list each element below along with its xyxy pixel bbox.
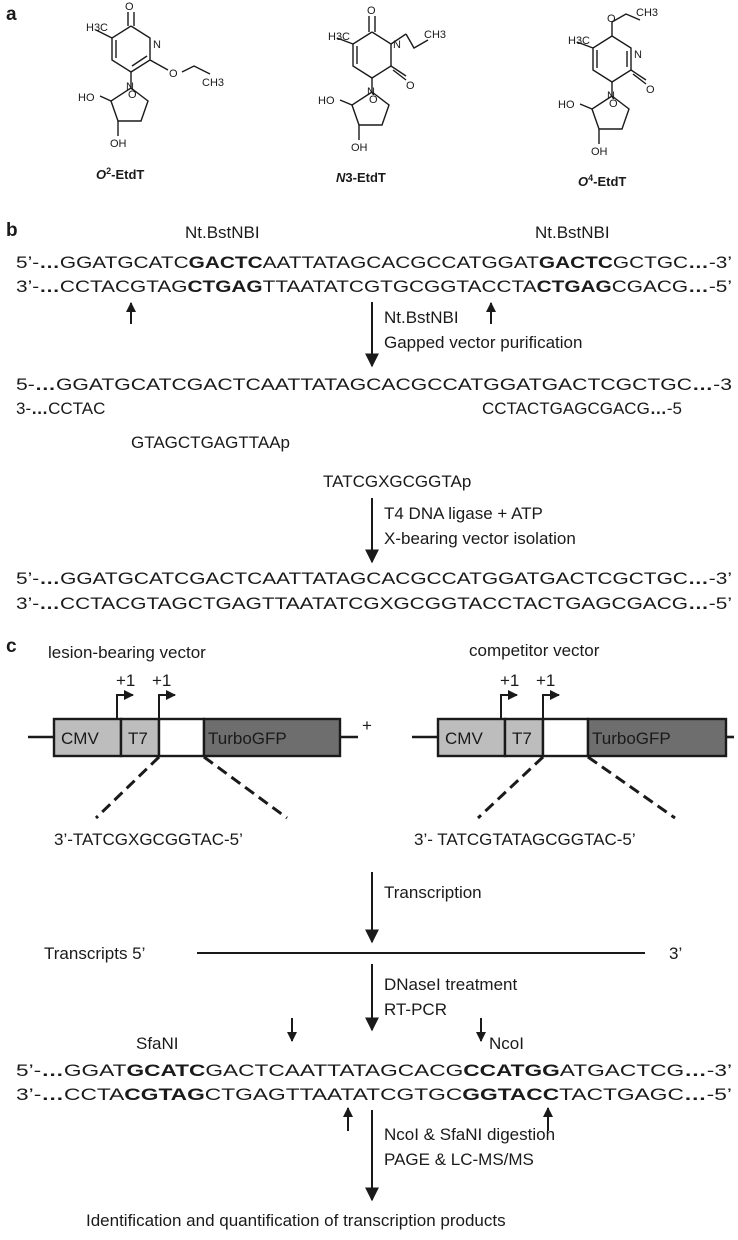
atom-o: O [646,84,655,96]
tss-label-2: +1 [152,671,171,690]
turbogfp-block [586,717,728,758]
molecule-o2-etdt: O H3C N N O CH3 O HO OH [78,1,224,150]
enzyme-site-label-left: Nt.BstNBI [185,223,260,242]
atom-ho: HO [78,92,95,104]
transcription-label: Transcription [384,883,482,902]
atom-o: O [406,80,415,92]
atom-o: O [169,68,178,80]
turbogfp-block [202,717,342,758]
compound-name-3: O4-EtdT [578,173,626,189]
atom-n: N [607,90,615,102]
molecule-o4-etdt: O CH3 H3C N O N O HO OH [558,7,658,158]
lesion-vector-title: lesion-bearing vector [48,643,206,662]
gapped-top-strand: 5-…GGATGCATCGACTCAATTATAGCACGCCATGGATGAC… [16,375,732,394]
panel-label-a: a [6,4,17,25]
step2-line1: T4 DNA ligase + ATP [384,504,543,523]
step1-line2: Gapped vector purification [384,333,582,352]
plus-sign: + [362,716,372,735]
step4-line2: PAGE & LC-MS/MS [384,1150,534,1169]
final-bottom-strand: 3’-…CCTACGTAGCTGAGTTAATATCGXGCGGTACCTACT… [16,594,732,613]
atom-n: N [634,49,642,61]
step1-line1: Nt.BstNBI [384,308,459,327]
transcripts-label: Transcripts 5’ [44,944,145,963]
competitor-insert-sequence: 3’- TATCGTATAGCGGTAC-5’ [414,830,636,849]
gapped-bottom-left: 3-…CCTAC [16,399,105,418]
step4-line1: NcoI & SfaNI digestion [384,1125,555,1144]
atom-o: O [607,13,616,25]
step3-line2: RT-PCR [384,1000,447,1019]
compound-name-1: O2-EtdT [96,166,144,182]
ncoi-label: NcoI [489,1034,524,1053]
atom-oh: OH [110,138,127,150]
tss-label-2: +1 [536,671,555,690]
molecule-n3-etdt: O H3C N CH3 O N O HO OH [318,5,446,154]
atom-o: O [369,94,378,106]
panel-label-c: c [6,636,17,657]
insert-block [157,717,206,758]
t7-block [503,717,545,758]
t7-label: T7 [512,729,532,748]
step2-line2: X-bearing vector isolation [384,529,576,548]
tss-label-1: +1 [500,671,519,690]
atom-ho: HO [558,99,575,111]
compound-name-2: N3-EtdT [336,170,386,185]
atom-n: N [367,86,375,98]
lesion-vector-construct: CMV T7 TurboGFP +1 +1 [28,671,358,820]
atom-ch3: CH3 [202,77,224,89]
atom-o: O [128,89,137,101]
transcript-3prime: 3’ [669,944,682,963]
atom-n: N [153,39,161,51]
turbogfp-label: TurboGFP [208,729,287,748]
step3-line1: DNaseI treatment [384,975,517,994]
atom-o: O [125,1,134,13]
atom-h3c: H3C [86,22,108,34]
gapped-bottom-right: CCTACTGAGCGACG…-5 [482,399,682,418]
oligo-1: GTAGCTGAGTTAAp [131,433,290,452]
atom-ho: HO [318,95,335,107]
sfani-label: SfaNI [136,1034,179,1053]
cmv-label: CMV [445,729,483,748]
atom-o: O [367,5,376,17]
competitor-vector-construct: CMV T7 TurboGFP +1 +1 [412,671,734,820]
turbogfp-label: TurboGFP [592,729,671,748]
oligo-2: TATCGXGCGGTAp [323,472,471,491]
insert-block [541,717,590,758]
enzyme-site-label-right: Nt.BstNBI [535,223,610,242]
atom-h3c: H3C [568,35,590,47]
atom-o: O [609,98,618,110]
panel-label-b: b [6,220,18,241]
atom-n: N [393,39,401,51]
atom-h3c: H3C [328,31,350,43]
t7-label: T7 [128,729,148,748]
atom-oh: OH [591,146,608,158]
atom-ch3: CH3 [424,29,446,41]
final-top-strand: 5’-…GGATGCATCGACTCAATTATAGCACGCCATGGATGA… [16,569,732,588]
atom-n: N [126,81,134,93]
lesion-insert-sequence: 3’-TATCGXGCGGTAC-5’ [54,830,243,849]
competitor-vector-title: competitor vector [469,641,600,660]
tss-label-1: +1 [116,671,135,690]
cmv-block [436,717,507,758]
final-outcome: Identification and quantification of tra… [86,1211,506,1230]
atom-ch3: CH3 [636,7,658,19]
atom-oh: OH [351,142,368,154]
cmv-label: CMV [61,729,99,748]
